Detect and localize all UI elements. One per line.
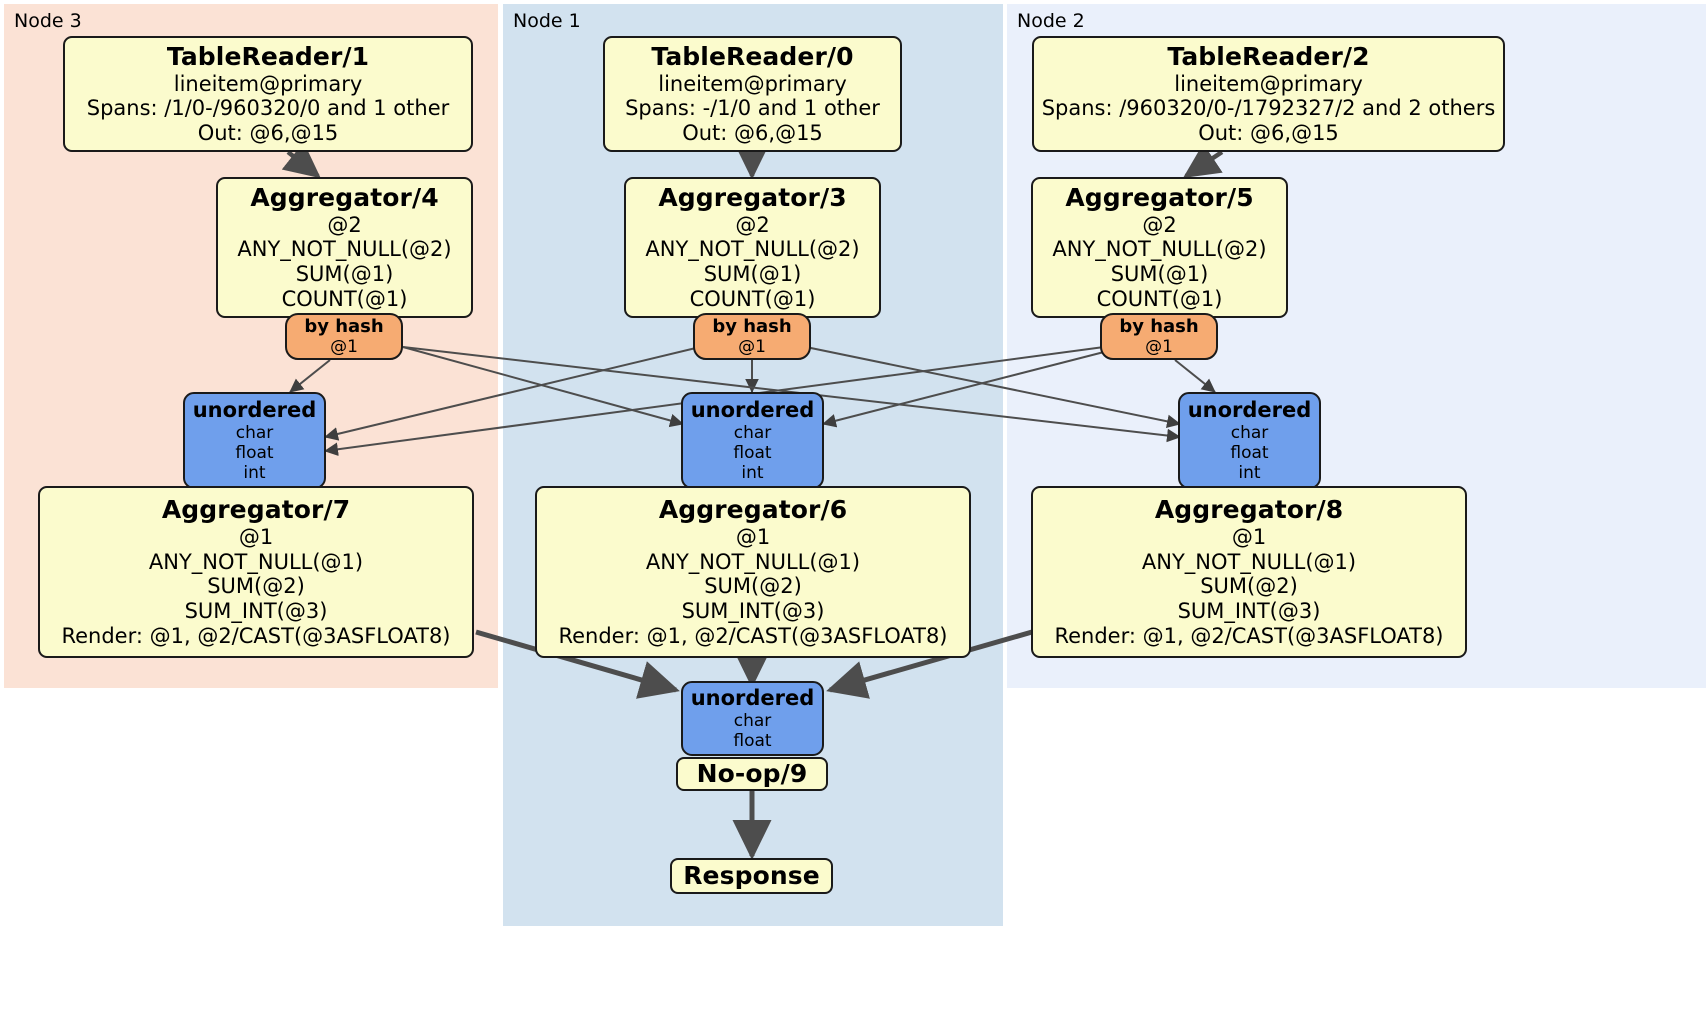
aggregator-3-agg2: SUM(@1) bbox=[703, 262, 802, 287]
no-op-9[interactable]: No-op/9 bbox=[676, 757, 828, 791]
table-reader-2-out: Out: @6,@15 bbox=[1198, 121, 1339, 146]
aggregator-4-agg2: SUM(@1) bbox=[295, 262, 394, 287]
receiver-unordered-node3-type1: char bbox=[235, 422, 274, 443]
table-reader-0-table: lineitem@primary bbox=[658, 71, 847, 96]
response-title: Response bbox=[683, 861, 820, 891]
aggregator-8-agg2: SUM(@2) bbox=[1200, 574, 1298, 599]
aggregator-8[interactable]: Aggregator/8 @1 ANY_NOT_NULL(@1) SUM(@2)… bbox=[1031, 486, 1467, 658]
aggregator-6-group: @1 bbox=[735, 524, 771, 549]
aggregator-6-render: Render: @1, @2/CAST(@3ASFLOAT8) bbox=[558, 623, 948, 648]
receiver-unordered-node3-title: unordered bbox=[192, 398, 317, 423]
aggregator-6-agg3: SUM_INT(@3) bbox=[681, 599, 825, 624]
receiver-unordered-node2-title: unordered bbox=[1187, 398, 1312, 423]
aggregator-5-agg1: ANY_NOT_NULL(@2) bbox=[1052, 237, 1267, 262]
table-reader-1-table: lineitem@primary bbox=[173, 71, 363, 96]
node-panel-label-node3: Node 3 bbox=[14, 10, 82, 32]
aggregator-7-title: Aggregator/7 bbox=[161, 495, 351, 525]
aggregator-8-group: @1 bbox=[1231, 524, 1267, 549]
receiver-unordered-node3-type2: float bbox=[235, 442, 274, 463]
router-by-hash-node3[interactable]: by hash @1 bbox=[285, 313, 403, 360]
response-node[interactable]: Response bbox=[670, 858, 833, 894]
table-reader-0-out: Out: @6,@15 bbox=[682, 121, 823, 146]
aggregator-7[interactable]: Aggregator/7 @1 ANY_NOT_NULL(@1) SUM(@2)… bbox=[38, 486, 474, 658]
aggregator-3-title: Aggregator/3 bbox=[658, 183, 847, 213]
aggregator-8-title: Aggregator/8 bbox=[1154, 495, 1344, 525]
receiver-unordered-node3[interactable]: unordered char float int bbox=[183, 392, 326, 489]
table-reader-0-title: TableReader/0 bbox=[651, 42, 854, 72]
aggregator-3[interactable]: Aggregator/3 @2 ANY_NOT_NULL(@2) SUM(@1)… bbox=[624, 177, 881, 318]
aggregator-3-agg1: ANY_NOT_NULL(@2) bbox=[645, 237, 860, 262]
no-op-9-title: No-op/9 bbox=[696, 759, 808, 789]
receiver-unordered-final-title: unordered bbox=[690, 686, 815, 711]
table-reader-1-spans: Spans: /1/0-/960320/0 and 1 other bbox=[86, 96, 450, 121]
receiver-unordered-node1-type3: int bbox=[741, 462, 764, 483]
aggregator-8-agg3: SUM_INT(@3) bbox=[1177, 599, 1321, 624]
table-reader-0[interactable]: TableReader/0 lineitem@primary Spans: -/… bbox=[603, 36, 902, 152]
receiver-unordered-final[interactable]: unordered char float bbox=[681, 681, 824, 756]
router-by-hash-node3-column: @1 bbox=[330, 337, 358, 358]
router-by-hash-node2[interactable]: by hash @1 bbox=[1100, 313, 1218, 360]
receiver-unordered-node2-type1: char bbox=[1230, 422, 1269, 443]
router-by-hash-node3-title: by hash bbox=[304, 315, 384, 337]
router-by-hash-node1-column: @1 bbox=[738, 337, 766, 358]
aggregator-5-title: Aggregator/5 bbox=[1065, 183, 1254, 213]
aggregator-6[interactable]: Aggregator/6 @1 ANY_NOT_NULL(@1) SUM(@2)… bbox=[535, 486, 971, 658]
aggregator-5-group: @2 bbox=[1142, 212, 1177, 237]
aggregator-4-agg3: COUNT(@1) bbox=[281, 287, 408, 312]
table-reader-2-spans: Spans: /960320/0-/1792327/2 and 2 others bbox=[1041, 96, 1496, 121]
aggregator-7-agg2: SUM(@2) bbox=[207, 574, 305, 599]
aggregator-7-group: @1 bbox=[238, 524, 274, 549]
receiver-unordered-node3-type3: int bbox=[243, 462, 266, 483]
table-reader-0-spans: Spans: -/1/0 and 1 other bbox=[625, 96, 880, 121]
router-by-hash-node2-title: by hash bbox=[1119, 315, 1199, 337]
aggregator-6-agg1: ANY_NOT_NULL(@1) bbox=[645, 549, 861, 574]
aggregator-4-group: @2 bbox=[327, 212, 362, 237]
aggregator-7-agg3: SUM_INT(@3) bbox=[184, 599, 328, 624]
receiver-unordered-node1-type1: char bbox=[733, 422, 772, 443]
table-reader-2[interactable]: TableReader/2 lineitem@primary Spans: /9… bbox=[1032, 36, 1505, 152]
table-reader-1-out: Out: @6,@15 bbox=[197, 121, 339, 146]
receiver-unordered-final-type1: char bbox=[733, 710, 772, 731]
aggregator-3-agg3: COUNT(@1) bbox=[689, 287, 816, 312]
receiver-unordered-node2-type2: float bbox=[1230, 442, 1269, 463]
aggregator-3-group: @2 bbox=[735, 212, 770, 237]
router-by-hash-node2-column: @1 bbox=[1145, 337, 1173, 358]
aggregator-7-agg1: ANY_NOT_NULL(@1) bbox=[148, 549, 364, 574]
aggregator-8-agg1: ANY_NOT_NULL(@1) bbox=[1141, 549, 1357, 574]
aggregator-5-agg2: SUM(@1) bbox=[1110, 262, 1209, 287]
receiver-unordered-node1-title: unordered bbox=[690, 398, 815, 423]
aggregator-4[interactable]: Aggregator/4 @2 ANY_NOT_NULL(@2) SUM(@1)… bbox=[216, 177, 473, 318]
table-reader-1[interactable]: TableReader/1 lineitem@primary Spans: /1… bbox=[63, 36, 473, 152]
receiver-unordered-node2-type3: int bbox=[1238, 462, 1261, 483]
receiver-unordered-node1-type2: float bbox=[733, 442, 772, 463]
aggregator-5[interactable]: Aggregator/5 @2 ANY_NOT_NULL(@2) SUM(@1)… bbox=[1031, 177, 1288, 318]
router-by-hash-node1[interactable]: by hash @1 bbox=[693, 313, 811, 360]
aggregator-4-title: Aggregator/4 bbox=[250, 183, 439, 213]
aggregator-8-render: Render: @1, @2/CAST(@3ASFLOAT8) bbox=[1054, 623, 1444, 648]
receiver-unordered-node1[interactable]: unordered char float int bbox=[681, 392, 824, 489]
receiver-unordered-final-type2: float bbox=[733, 730, 772, 751]
aggregator-5-agg3: COUNT(@1) bbox=[1096, 287, 1223, 312]
node-panel-label-node2: Node 2 bbox=[1017, 10, 1085, 32]
aggregator-7-render: Render: @1, @2/CAST(@3ASFLOAT8) bbox=[61, 623, 451, 648]
node-panel-label-node1: Node 1 bbox=[513, 10, 581, 32]
table-reader-2-title: TableReader/2 bbox=[1167, 42, 1370, 72]
receiver-unordered-node2[interactable]: unordered char float int bbox=[1178, 392, 1321, 489]
table-reader-1-title: TableReader/1 bbox=[166, 42, 370, 72]
aggregator-4-agg1: ANY_NOT_NULL(@2) bbox=[237, 237, 452, 262]
router-by-hash-node1-title: by hash bbox=[712, 315, 792, 337]
aggregator-6-agg2: SUM(@2) bbox=[704, 574, 802, 599]
aggregator-6-title: Aggregator/6 bbox=[658, 495, 848, 525]
table-reader-2-table: lineitem@primary bbox=[1174, 71, 1363, 96]
